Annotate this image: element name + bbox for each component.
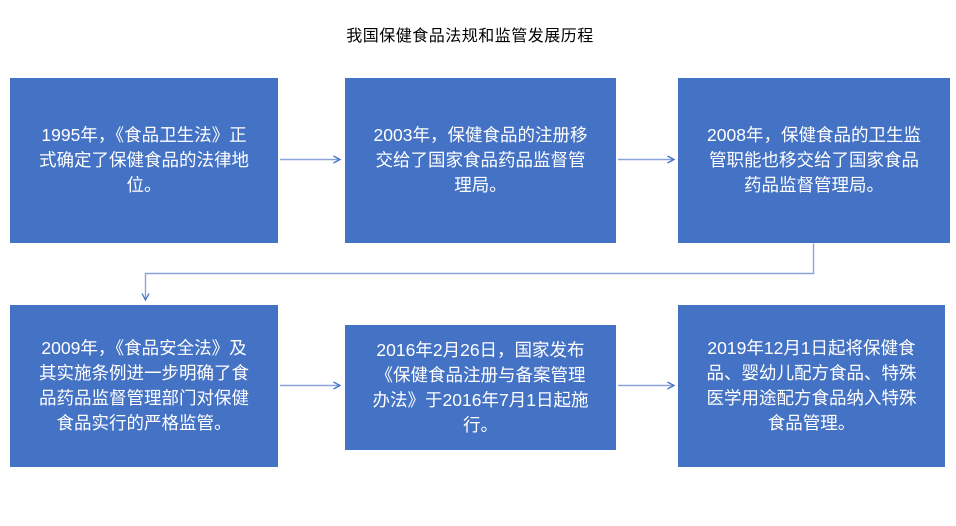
- process-node-2003: 2003年，保健食品的注册移 交给了国家食品药品监督管 理局。: [345, 78, 616, 243]
- process-node-2009: 2009年，《食品安全法》及 其实施条例进一步明确了食 品药品监督管理部门对保健…: [10, 305, 278, 467]
- diagram-title: 我国保健食品法规和监管发展历程: [346, 28, 594, 45]
- process-node-2019: 2019年12月1日起将保健食 品、婴幼儿配方食品、特殊 医学用途配方食品纳入特…: [678, 305, 945, 467]
- connector-2008-2009: [141, 243, 815, 302]
- process-node-1995: 1995年，《食品卫生法》正 式确定了保健食品的法律地 位。: [10, 78, 278, 243]
- process-node-2016: 2016年2月26日，国家发布 《保健食品注册与备案管理 办法》于2016年7月…: [345, 325, 616, 450]
- process-node-2008: 2008年，保健食品的卫生监 管职能也移交给了国家食品 药品监督管理局。: [678, 78, 950, 243]
